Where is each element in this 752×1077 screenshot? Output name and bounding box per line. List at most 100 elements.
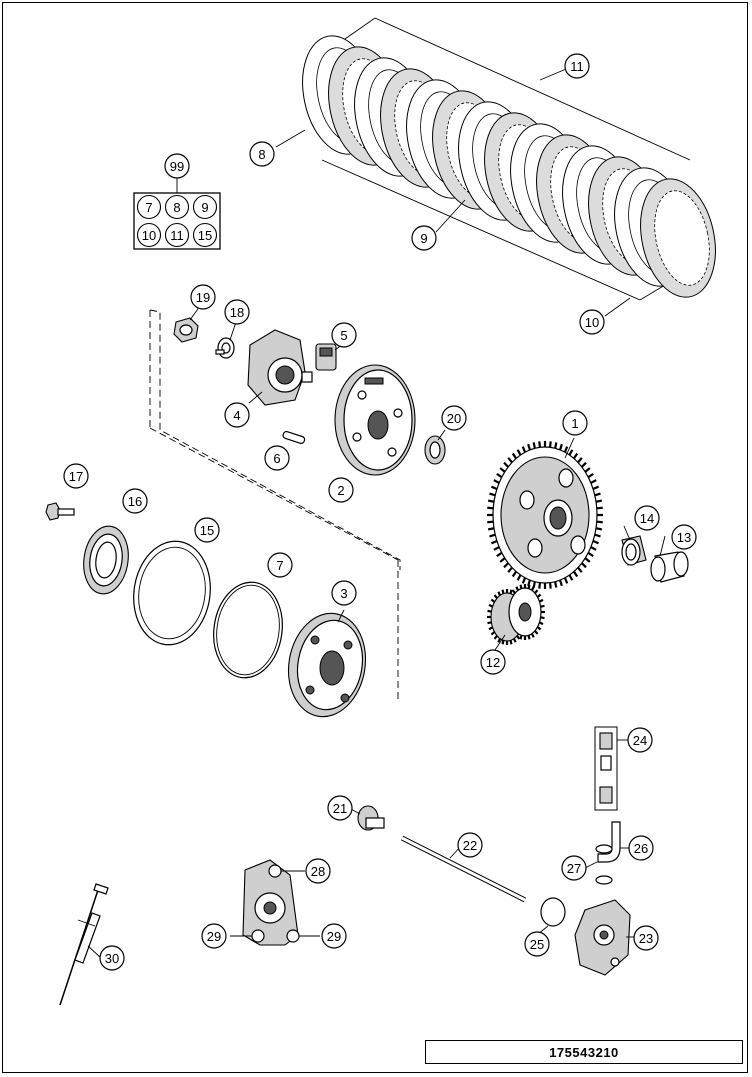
part-20-thrust-washer xyxy=(424,435,446,465)
gear-tooth xyxy=(596,520,603,524)
callout-circle xyxy=(99,945,125,971)
drawing-number: 175543210 xyxy=(425,1040,743,1064)
part-4-inner-hub xyxy=(247,329,313,406)
callout-label: 30 xyxy=(105,951,119,966)
callout-label: 19 xyxy=(196,290,210,305)
callout-14: 14 xyxy=(634,505,660,531)
plate-bore xyxy=(654,190,710,286)
gear-tooth xyxy=(516,449,522,456)
callout-29: 29 xyxy=(321,923,347,949)
callout-20: 20 xyxy=(441,405,467,431)
kit-item-11: 11 xyxy=(164,222,190,248)
callout-9: 9 xyxy=(411,225,437,251)
gear-tooth xyxy=(501,640,505,645)
kit-item-label: 15 xyxy=(198,228,212,243)
callout-18: 18 xyxy=(224,299,250,325)
kit-item-15: 15 xyxy=(192,222,218,248)
gear-tooth xyxy=(536,626,542,631)
callout-circle xyxy=(327,795,353,821)
gear-tooth xyxy=(489,492,496,497)
gear-tooth xyxy=(490,598,496,603)
callout-12: 12 xyxy=(480,649,506,675)
part-27-seal-rings xyxy=(595,844,613,885)
callout-circle xyxy=(633,925,659,951)
part-1-primary-gear xyxy=(487,441,603,589)
gear-tooth xyxy=(559,443,563,451)
gear-tooth xyxy=(487,499,495,503)
gear-tooth xyxy=(487,609,492,613)
callout-label: 14 xyxy=(640,511,654,526)
kit-callout: 99 xyxy=(164,153,190,179)
callout-2: 2 xyxy=(328,477,354,503)
gear-tooth xyxy=(489,533,496,538)
gear-tooth xyxy=(587,551,594,558)
callout-label: 15 xyxy=(200,523,214,538)
part-30-tool xyxy=(59,883,109,1006)
callout-label: 1 xyxy=(571,416,578,431)
callout-circle xyxy=(192,222,218,248)
part-12-double-gear xyxy=(487,584,545,645)
gear-tooth xyxy=(496,472,503,479)
gear-tooth xyxy=(511,589,516,594)
callout-circle xyxy=(224,402,250,428)
callout-label: 8 xyxy=(258,147,265,162)
gear-tooth xyxy=(488,603,494,608)
gear-tooth xyxy=(595,527,603,531)
gear-tooth xyxy=(572,452,579,460)
gear-tooth xyxy=(490,540,498,545)
callout-circle xyxy=(136,194,162,220)
gear-tooth xyxy=(527,584,531,589)
kit-item-8: 8 xyxy=(164,194,190,220)
callout-layer: 1234567891011121314151617181920212223242… xyxy=(63,53,697,971)
kit-item-label: 9 xyxy=(201,200,208,215)
callout-circle xyxy=(264,445,290,471)
callout-label: 28 xyxy=(311,864,325,879)
gear-tooth xyxy=(559,579,563,587)
callout-label: 13 xyxy=(677,530,691,545)
callout-circle xyxy=(194,517,220,543)
callout-label: 6 xyxy=(273,451,280,466)
gear-tooth xyxy=(493,594,498,599)
part-18-lock-washer xyxy=(215,337,235,359)
callout-label: 4 xyxy=(233,408,240,423)
callout-circle xyxy=(480,649,506,675)
callout-label: 21 xyxy=(333,801,347,816)
gear-tooth xyxy=(595,499,603,503)
callout-circle xyxy=(321,923,347,949)
gear-tooth xyxy=(497,591,502,596)
callout-7: 7 xyxy=(267,552,293,578)
callout-circle xyxy=(457,832,483,858)
gear-tooth xyxy=(503,562,510,569)
callout-label: 25 xyxy=(530,937,544,952)
part-28-slave-housing xyxy=(230,859,320,946)
gear-tooth xyxy=(584,467,591,473)
part-7-wire-ring xyxy=(213,581,283,679)
gear-tooth xyxy=(590,546,597,551)
part-19-nut xyxy=(173,317,199,343)
callout-4: 4 xyxy=(224,402,250,428)
gear-tooth xyxy=(487,520,494,524)
gear-tooth xyxy=(493,546,500,551)
kit-item-label: 10 xyxy=(142,228,156,243)
gear-tooth xyxy=(509,640,513,645)
gear-tooth xyxy=(493,635,498,640)
gear-tooth xyxy=(507,566,513,573)
callout-5: 5 xyxy=(331,322,357,348)
callout-6: 6 xyxy=(264,445,290,471)
gear-tooth xyxy=(527,443,531,451)
callout-24: 24 xyxy=(627,727,653,753)
callout-17: 17 xyxy=(63,463,89,489)
callout-circle xyxy=(331,580,357,606)
callout-22: 22 xyxy=(457,832,483,858)
gear-tooth xyxy=(509,589,513,594)
callout-circle xyxy=(562,410,588,436)
gear-tooth xyxy=(490,631,496,636)
part-16-spring-plate xyxy=(83,525,129,595)
callout-label: 12 xyxy=(486,655,500,670)
part-3-pressure-plate xyxy=(287,612,367,718)
callout-label: 24 xyxy=(633,733,647,748)
callout-label: 7 xyxy=(276,558,283,573)
callout-1: 1 xyxy=(562,410,588,436)
callout-circle xyxy=(579,309,605,335)
